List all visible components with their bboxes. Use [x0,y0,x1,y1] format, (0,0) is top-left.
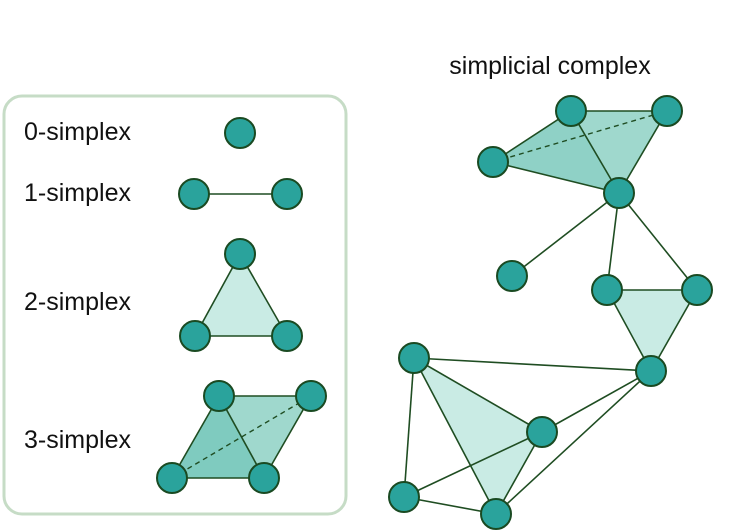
complex-edge [606,192,620,291]
legend-label-1-simplex: 1-simplex [24,179,131,207]
complex-vertex [555,95,587,127]
legend-2-simplex-figure [179,238,303,352]
complex-tetra-face-front [493,111,619,193]
diagram-title: simplicial complex [449,52,651,80]
complex-vertex [398,342,430,374]
complex-edge [541,370,652,433]
complex-edge [403,431,543,498]
vertex [295,380,327,412]
triangle-face [195,254,287,336]
complex-vertex [477,146,509,178]
legend-3-simplex-figure [156,380,327,494]
complex-edge [492,161,620,194]
complex-edge [413,357,497,515]
complex-edge [618,192,698,291]
complex-edge [413,357,543,433]
complex-edge [413,357,652,372]
legend-label-0-simplex: 0-simplex [24,118,131,146]
complex-edge [511,192,620,277]
complex-hidden-edge [492,110,668,163]
complex-vertex [496,260,528,292]
vertex [271,320,303,352]
complex-triangle-face [607,290,697,371]
complex-edge [403,357,415,498]
vertex [203,380,235,412]
complex-vertex [635,355,667,387]
vertex [224,238,256,270]
tetrahedron-face [172,396,264,478]
complex-vertex [480,498,512,530]
complex-tetra-face-back [571,111,667,193]
vertex [156,462,188,494]
complex-vertex [526,416,558,448]
legend-label-2-simplex: 2-simplex [24,288,131,316]
legend-1-simplex-figure [178,178,303,210]
complex-vertex [651,95,683,127]
complex-vertex [591,274,623,306]
legend-label-3-simplex: 3-simplex [24,426,131,454]
legend-0-simplex-figure [224,117,256,149]
tetrahedron-face [219,396,311,478]
complex-vertex [603,177,635,209]
vertex [224,117,256,149]
complex-figure [388,95,713,530]
vertex [248,462,280,494]
vertex [178,178,210,210]
complex-vertex [681,274,713,306]
vertex [271,178,303,210]
complex-vertex [388,481,420,513]
complex-triangle-face [414,358,542,514]
complex-edge [495,370,652,515]
legend-panel: 0-simplex 1-simplex 2-simplex 3-simplex [2,94,348,516]
vertex [179,320,211,352]
